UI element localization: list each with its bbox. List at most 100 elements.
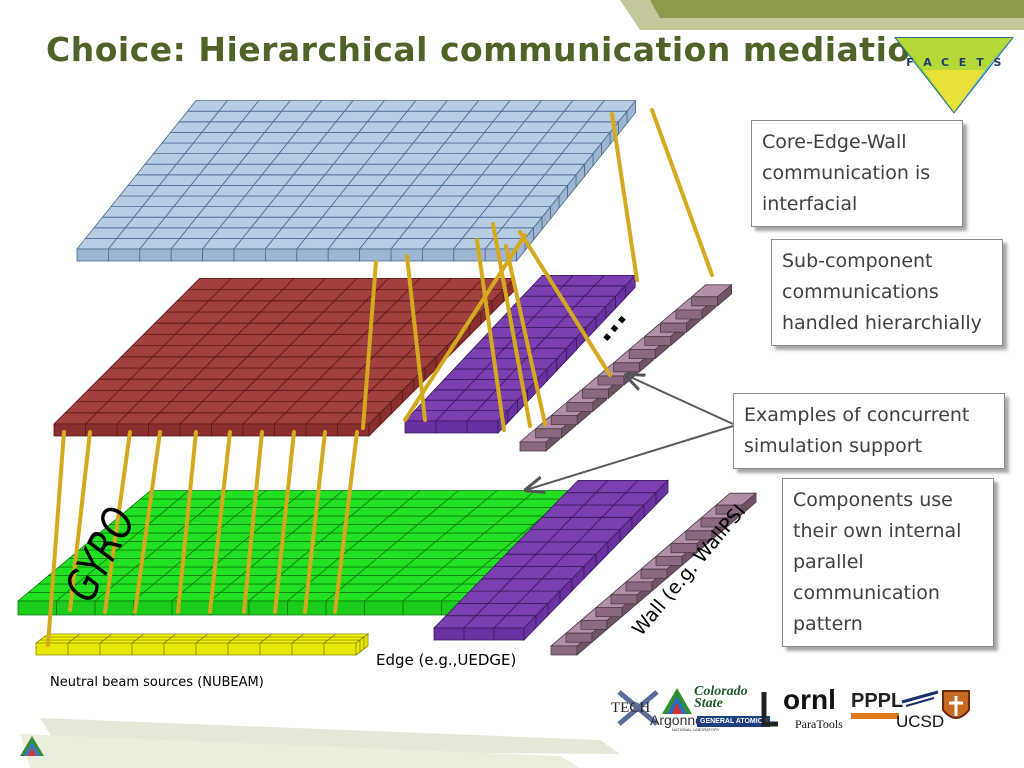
callout-subcomponent-text: Sub-component communications handled hie…	[782, 250, 982, 334]
core-grid-front-cell	[108, 248, 141, 262]
general-atomics-logo: GENERAL ATOMICS	[697, 716, 771, 727]
facets-letter: A	[923, 56, 932, 69]
wall-block-front	[595, 607, 623, 617]
colorado-state-logo: Colorado State	[694, 684, 748, 711]
callout-concurrent: Examples of concurrent simulation suppor…	[733, 393, 1005, 469]
nubeam-grid-cell	[194, 639, 234, 644]
wall-block-front	[535, 428, 562, 439]
nubeam-grid-front-cell	[131, 642, 165, 656]
edge-purple-grid-front-cell	[433, 627, 465, 641]
red-grid-front-cell	[116, 423, 149, 437]
core-grid-front-cell	[421, 248, 455, 262]
nubeam-grid-front-cell	[291, 642, 325, 656]
nubeam-grid-cell	[134, 636, 174, 641]
nubeam-grid-side-cell	[359, 636, 365, 653]
red-grid-front-cell	[148, 423, 181, 437]
callout-components: Components use their own internal parall…	[782, 478, 994, 647]
core-grid-front-cell	[139, 248, 172, 262]
nubeam-grid-front-cell	[163, 642, 197, 656]
nubeam-grid-cell	[262, 636, 302, 641]
nubeam-grid-cell	[106, 633, 146, 638]
nubeam-grid-front-cell	[195, 642, 229, 656]
purple-grid-upper-side-cell	[625, 274, 636, 299]
connector-line	[273, 430, 296, 614]
callout-subcomponent: Sub-component communications handled hie…	[771, 239, 1003, 346]
connector-line	[403, 233, 527, 422]
connector-line	[650, 108, 714, 277]
red-grid-front-cell	[211, 423, 244, 437]
gyro-green-grid-front-cell	[248, 600, 288, 616]
connector-line	[361, 260, 378, 430]
wall-block-front	[640, 568, 668, 579]
nubeam-grid-side-cell	[355, 639, 361, 656]
nubeam-grid-cell	[102, 636, 142, 641]
core-grid	[76, 99, 637, 263]
red-grid-front-cell	[53, 423, 86, 437]
core-grid-front-cell	[264, 248, 298, 262]
core-grid-front-cell	[170, 248, 204, 262]
paratools-logo: ParaTools	[795, 717, 843, 731]
wall-block-front	[566, 401, 594, 412]
callout-core-edge-wall-text: Core-Edge-Wall communication is interfac…	[762, 131, 931, 215]
nubeam-grid-front-cell	[35, 642, 69, 656]
callout-components-text: Components use their own internal parall…	[793, 489, 962, 635]
nubeam-grid-cell	[34, 639, 74, 644]
connector-line	[504, 244, 547, 426]
facets-letter: E	[959, 56, 967, 69]
ucsd-icon	[901, 690, 939, 707]
wall-block-front	[582, 388, 609, 399]
wall-block-front	[628, 349, 656, 360]
connector-line	[333, 430, 359, 614]
nubeam-grid	[34, 633, 370, 656]
connector-line	[133, 430, 162, 614]
nubeam-grid-cell	[138, 633, 178, 638]
red-grid-front-cell	[274, 423, 307, 437]
connector-line	[208, 430, 232, 614]
nubeam-label: Neutral beam sources (NUBEAM)	[50, 675, 264, 690]
page-title: Choice: Hierarchical communication media…	[46, 30, 935, 69]
nubeam-grid-cell	[234, 633, 274, 638]
wall-block-front	[550, 645, 578, 656]
connector-line	[103, 430, 132, 614]
nubeam-grid-cell	[230, 636, 270, 641]
nubeam-grid-cell	[38, 636, 78, 641]
crest-icon	[942, 690, 970, 719]
red-grid	[53, 277, 516, 437]
wall-block-front	[580, 620, 608, 630]
wall-block-side	[741, 492, 757, 516]
nubeam-grid-cell	[322, 639, 362, 644]
techx-icon	[617, 690, 659, 726]
nubeam-grid-front-cell	[259, 642, 293, 656]
connector-line	[242, 430, 264, 614]
facets-letter: T	[976, 56, 984, 69]
purple-grid-upper-front-cell	[435, 420, 468, 434]
nubeam-grid-cell	[298, 633, 338, 638]
core-grid-front-cell	[359, 248, 392, 262]
wall-block-front	[644, 335, 672, 346]
nubeam-grid-cell	[294, 636, 334, 641]
core-grid-front-cell	[233, 248, 266, 262]
edge-purple-grid-side-cell	[655, 479, 669, 506]
nubeam-grid-front-cell	[227, 642, 261, 656]
wall-block-front	[610, 594, 638, 605]
nubeam-grid-front-cell	[323, 642, 357, 656]
ornl-logo: ornl	[783, 684, 836, 715]
gyro-green-grid-front-cell	[325, 600, 365, 616]
nubeam-grid-cell	[258, 639, 298, 644]
pppl-bar	[851, 713, 899, 719]
connector-line	[610, 112, 639, 282]
nubeam-grid-side-cell	[363, 633, 369, 650]
wall-block-front	[625, 581, 653, 592]
argonne-logo: Argonne	[650, 712, 703, 728]
techx-logo: TECH	[611, 700, 651, 716]
nubeam-grid-cell	[266, 633, 306, 638]
nubeam-grid-cell	[166, 636, 206, 641]
nubeam-grid-cell	[330, 633, 370, 638]
wall-block-side	[717, 283, 732, 307]
core-grid-front-cell	[327, 248, 361, 262]
edge-label: Edge (e.g.,UEDGE)	[376, 651, 517, 669]
ornl-icon	[761, 692, 778, 727]
core-grid-front-cell	[202, 248, 235, 262]
connector-line	[491, 222, 532, 428]
facets-letter: S	[994, 56, 1002, 69]
